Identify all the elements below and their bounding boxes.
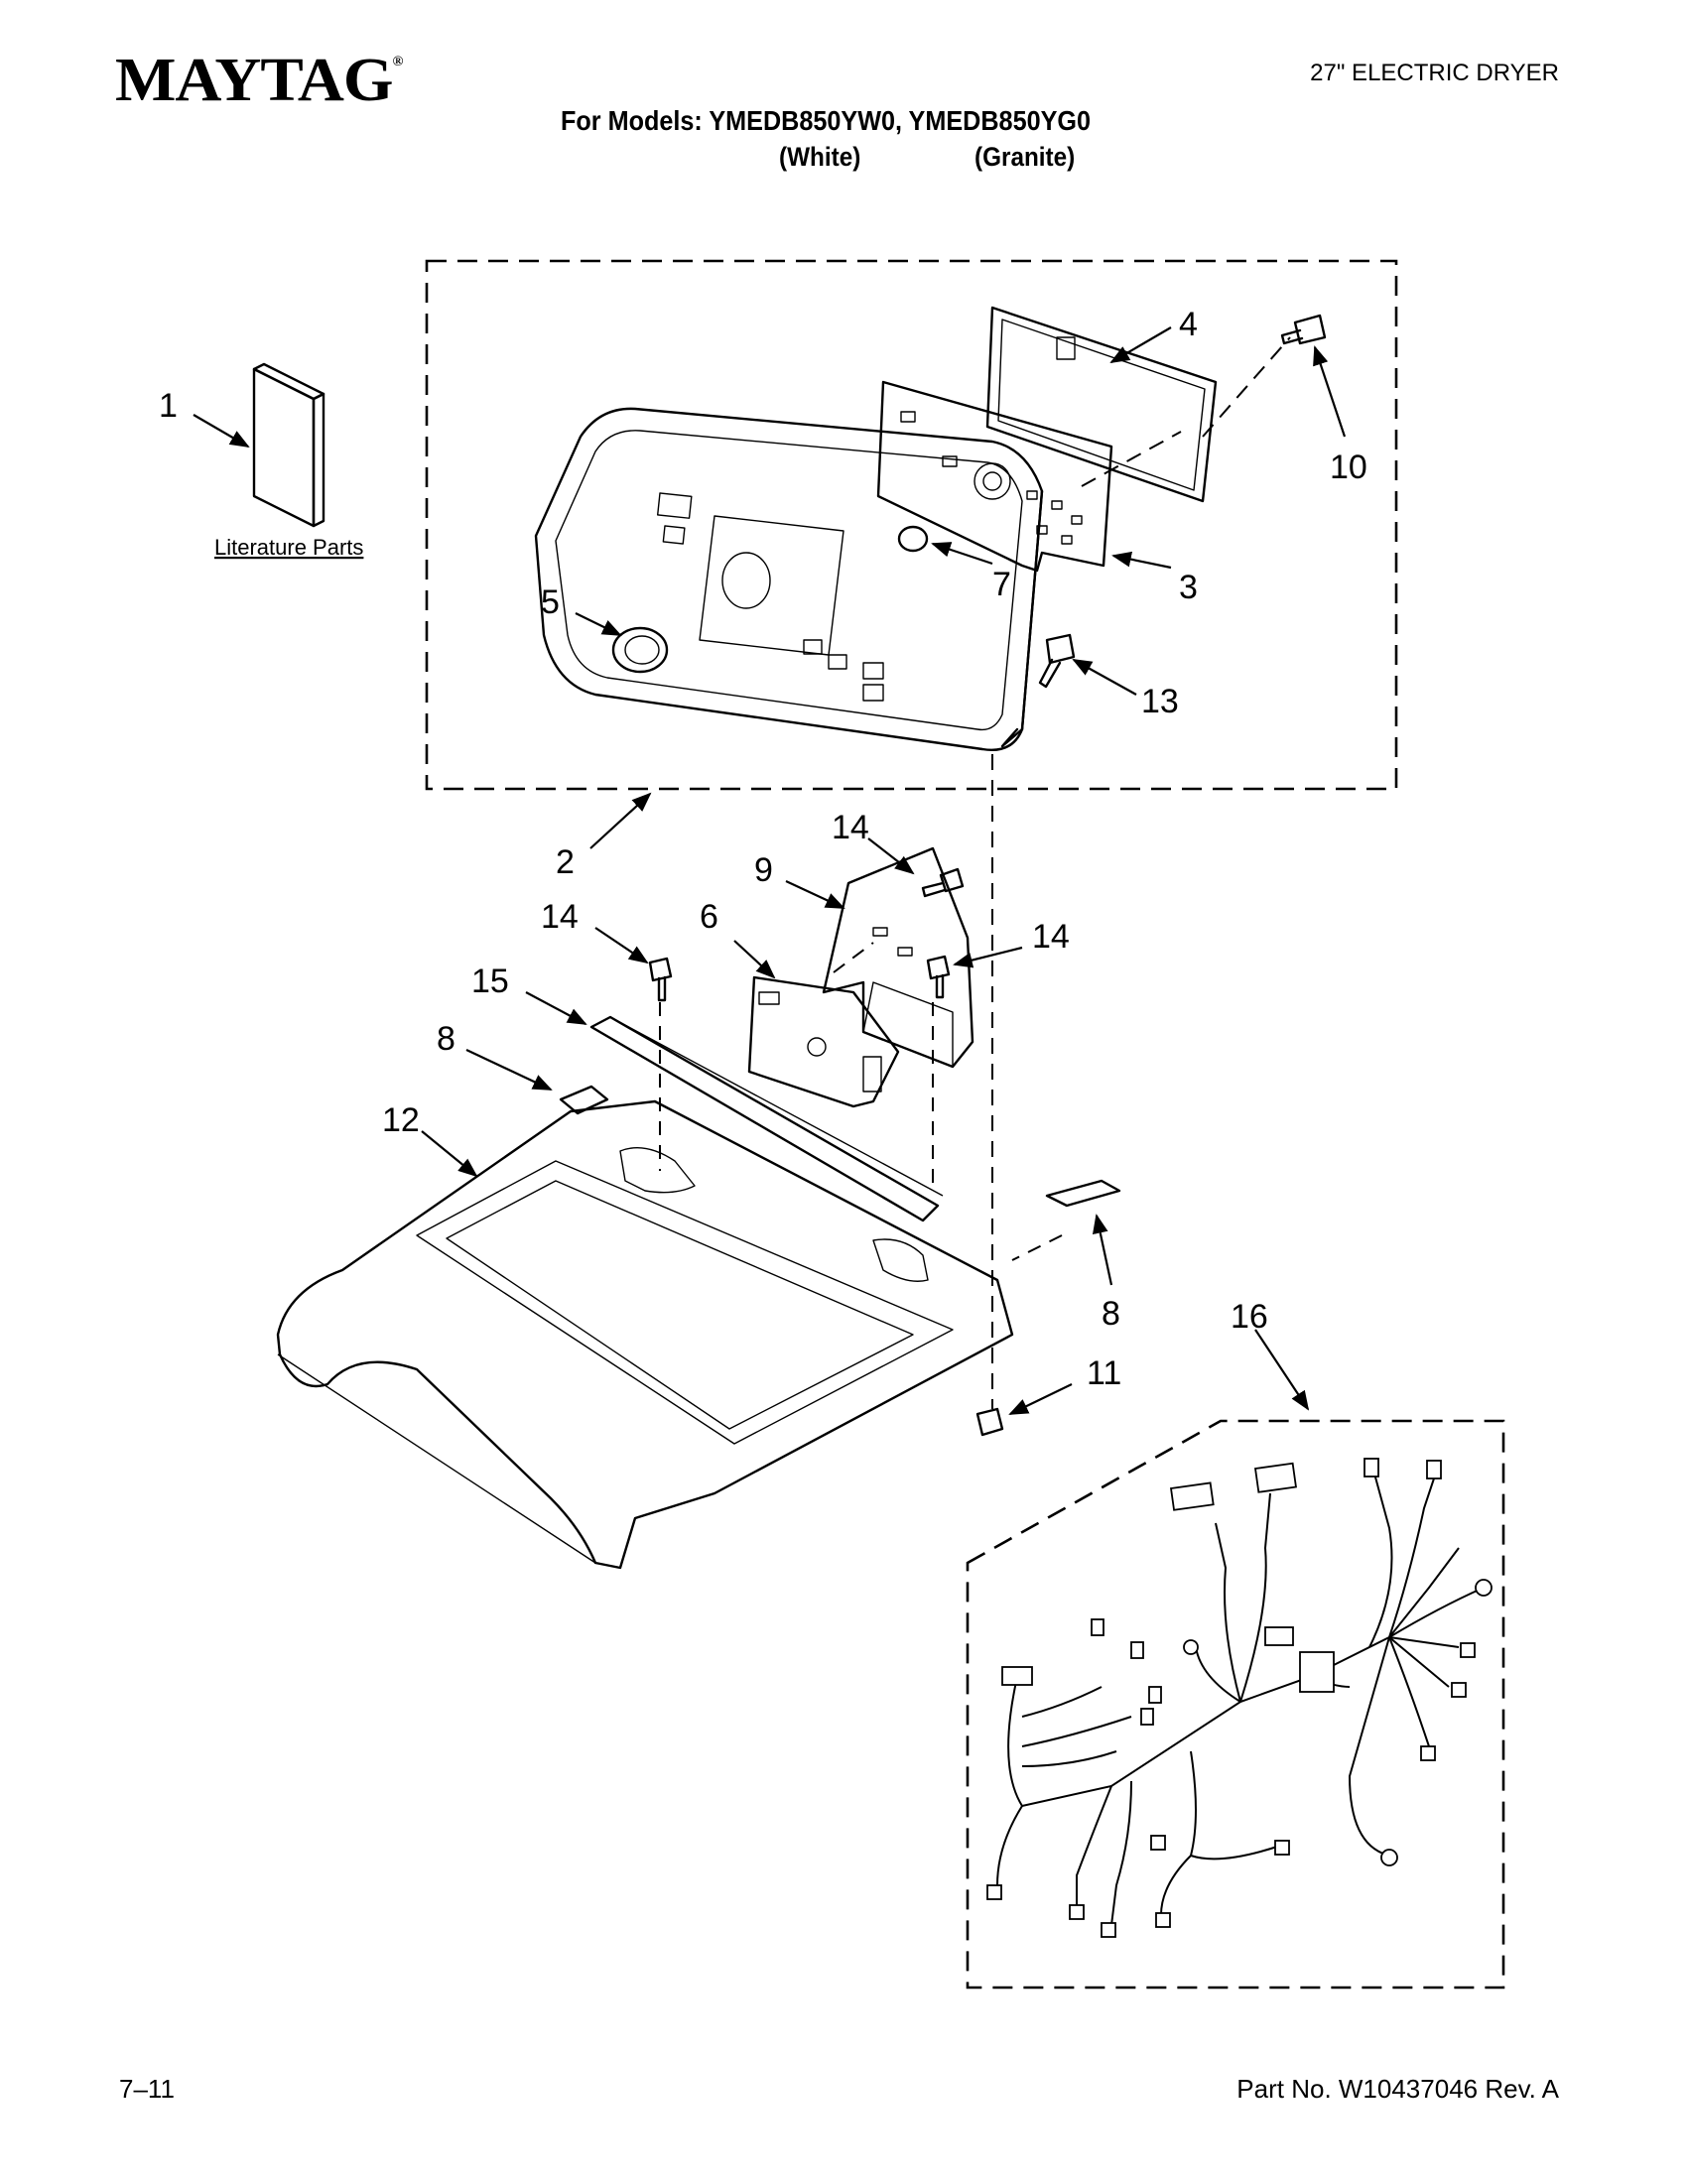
variant-white: (White) [779,142,861,172]
leveling-foot [975,1407,1004,1437]
screw-13 [1038,633,1076,689]
main-control-board [747,975,900,1108]
callout-8-left: 8 [437,1020,455,1058]
console-rear-panel [985,306,1218,503]
callout-14-right: 14 [1032,918,1070,956]
alignment-lines [659,336,1291,1409]
variant-granite: (Granite) [974,142,1076,172]
brand-name: MAYTAG [115,47,393,114]
wire-harness [986,1458,1493,1938]
screw-14-top [921,867,965,898]
callout-2: 2 [556,843,575,881]
control-bracket [822,846,974,1069]
literature-parts-booklet: Literature Parts [214,362,363,560]
callout-8-right: 8 [1102,1295,1120,1333]
document-type: 27" ELECTRIC DRYER [1310,60,1559,86]
screw-14-left [648,957,673,1002]
models-line: For Models: YMEDB850YW0, YMEDB850YG0 [561,105,1092,136]
clip-right [1045,1179,1121,1208]
console-assembly-boundary [425,259,1398,791]
console-mounting-rail [589,1015,944,1222]
callout-11: 11 [1087,1354,1121,1392]
registered-mark: ® [392,55,403,69]
callout-10: 10 [1330,449,1367,486]
encoder-knob-disc [897,525,929,553]
callout-numbers: 1 2 3 4 5 6 7 8 8 9 10 11 12 13 14 14 14… [159,306,1367,1392]
callout-1: 1 [159,387,178,425]
screw-14-right [926,955,951,999]
callout-5: 5 [541,583,560,621]
callout-3: 3 [1179,569,1198,606]
console-housing [534,407,1044,751]
callout-6: 6 [700,898,718,936]
callout-9: 9 [754,851,773,889]
callout-leaders [193,326,1347,1415]
callout-15: 15 [471,963,509,1000]
user-interface-board [876,380,1113,573]
callout-4: 4 [1179,306,1198,343]
clip-left [559,1085,609,1115]
callout-16: 16 [1231,1298,1268,1336]
callout-12: 12 [382,1101,420,1139]
part-number: Part No. W10437046 Rev. A [1236,2074,1559,2104]
callout-14-left: 14 [541,898,579,936]
literature-parts-label: Literature Parts [214,535,363,560]
callout-13: 13 [1141,683,1179,720]
screw-10 [1280,314,1327,345]
brand-logo: MAYTAG® [115,47,403,114]
knob [611,626,669,674]
page-number: 7–11 [119,2074,175,2104]
callout-7: 7 [992,566,1011,603]
callout-14-top: 14 [832,809,869,846]
dryer-top-panel [276,1099,1014,1570]
